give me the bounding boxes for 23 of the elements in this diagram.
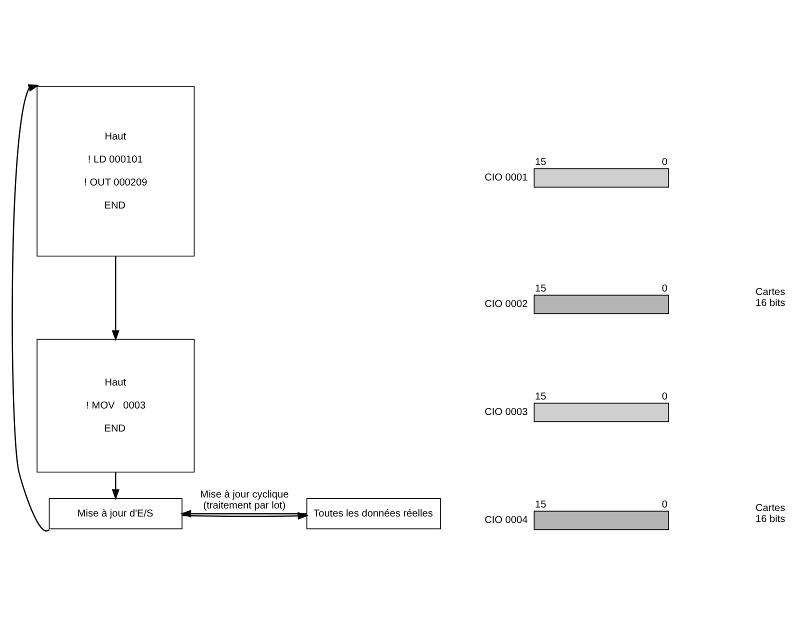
label: Cartes 16 bits — [755, 286, 786, 308]
node-box: Mise à jour d'E/S — [48, 498, 182, 529]
edge-label: Mise à jour cyclique (traitement par lot) — [200, 488, 289, 511]
node-label: 15 — [535, 283, 546, 294]
arrow — [112, 472, 120, 500]
node-label: 15 — [535, 391, 546, 402]
node-label: CIO 0004 — [484, 514, 528, 526]
node-label: 0 — [662, 391, 668, 402]
arrow — [180, 509, 307, 518]
arrow — [12, 84, 50, 530]
node-label: CIO 0002 — [484, 298, 528, 310]
node-label: 0 — [662, 283, 668, 294]
node-box: Haut ! LD 000101 ! OUT 000209 END — [36, 85, 195, 256]
node-label: 0 — [662, 499, 668, 510]
node-label: 15 — [535, 499, 546, 510]
node-box: Toutes les données réelles — [306, 498, 441, 529]
node-label: CIO 0003 — [484, 406, 528, 418]
node-label: CIO 0001 — [484, 172, 528, 184]
node-label: 15 — [535, 156, 546, 168]
label: Cartes 16 bits — [755, 502, 786, 524]
node-label: 0 — [662, 156, 668, 168]
node-box: Haut ! MOV 0003 END — [36, 338, 195, 472]
arrow — [112, 256, 120, 341]
